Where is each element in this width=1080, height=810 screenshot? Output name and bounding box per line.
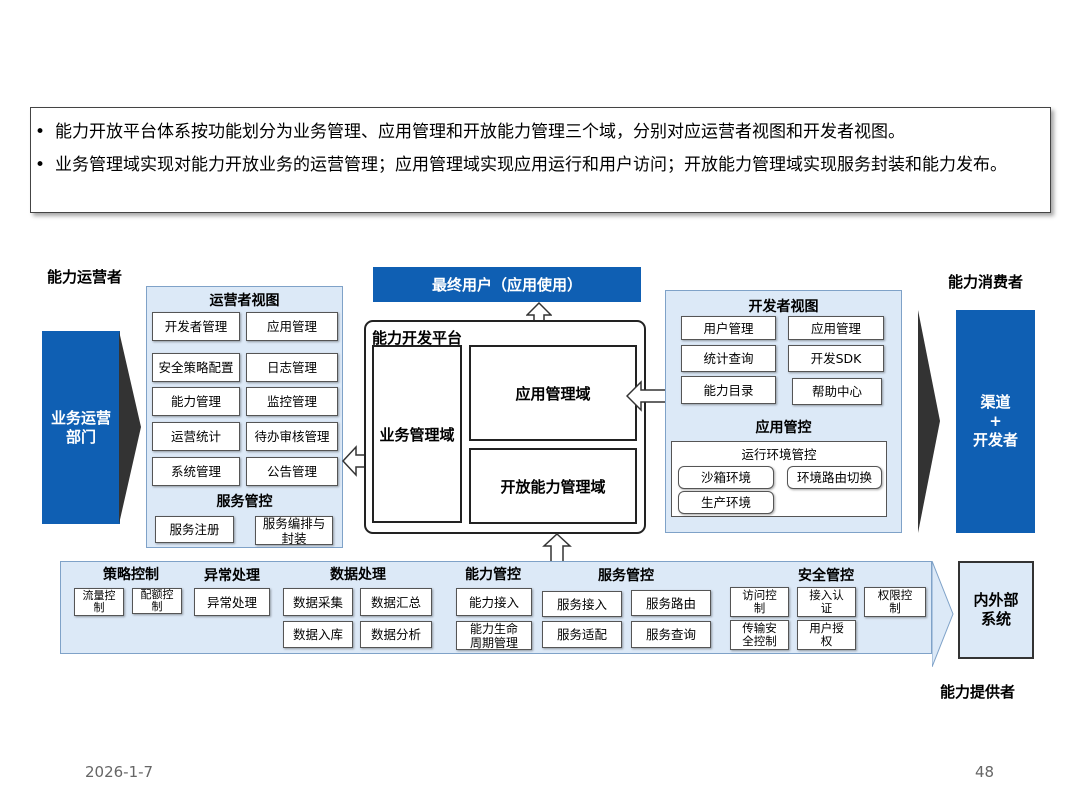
bullet-dot: • bbox=[35, 155, 46, 175]
service-access: 服务接入 bbox=[542, 591, 622, 617]
end-user-box: 最终用户（应用使用） bbox=[373, 267, 641, 302]
bullet-dot: • bbox=[35, 122, 46, 142]
strategy-flow-control: 流量控制 bbox=[74, 588, 124, 616]
dev-item-help-center: 帮助中心 bbox=[792, 378, 882, 405]
op-item-pending-review: 待办审核管理 bbox=[246, 422, 338, 451]
app-mgmt-domain: 应用管理域 bbox=[469, 345, 637, 441]
op-item-app-mgmt: 应用管理 bbox=[246, 312, 338, 341]
security-transport-control: 传输安全控制 bbox=[730, 620, 789, 650]
strategy-quota-control: 配额控制 bbox=[132, 588, 182, 614]
op-item-ops-stats: 运营统计 bbox=[152, 422, 240, 451]
bottom-right-arrow-head bbox=[932, 561, 954, 667]
env-production: 生产环境 bbox=[678, 491, 774, 514]
data-aggregation: 数据汇总 bbox=[360, 588, 432, 616]
dev-item-sdk: 开发SDK bbox=[788, 345, 884, 372]
right-chevron-arrow bbox=[918, 310, 940, 533]
internal-external-systems-label: 内外部系统 bbox=[973, 591, 1019, 628]
security-permission-control: 权限控制 bbox=[864, 587, 926, 617]
cap-mgmt-domain: 开放能力管理域 bbox=[469, 448, 637, 524]
op-item-developer-mgmt: 开发者管理 bbox=[152, 312, 240, 341]
data-analysis: 数据分析 bbox=[360, 621, 432, 648]
exception-handling-item: 异常处理 bbox=[194, 588, 270, 616]
summary-bullet-1: 能力开放平台体系按功能划分为业务管理、应用管理和开放能力管理三个域，分别对应运营… bbox=[55, 122, 905, 142]
data-ingestion: 数据入库 bbox=[283, 621, 353, 648]
data-collection: 数据采集 bbox=[283, 588, 353, 616]
business-ops-dept-box: 业务运营部门 bbox=[42, 331, 120, 524]
dev-item-stats-query: 统计查询 bbox=[681, 345, 776, 372]
internal-external-systems-box: 内外部系统 bbox=[958, 561, 1034, 659]
capability-lifecycle: 能力生命周期管理 bbox=[456, 621, 532, 650]
runtime-env-control-title: 运行环境管控 bbox=[741, 446, 817, 462]
capability-control-title: 能力管控 bbox=[465, 567, 521, 583]
capability-access: 能力接入 bbox=[456, 588, 532, 616]
security-control-title: 安全管控 bbox=[798, 568, 854, 584]
op-item-monitor-mgmt: 监控管理 bbox=[246, 387, 338, 416]
summary-box: • 能力开放平台体系按功能划分为业务管理、应用管理和开放能力管理三个域，分别对应… bbox=[30, 107, 1051, 213]
plus-label: + bbox=[989, 412, 1002, 430]
op-item-log-mgmt: 日志管理 bbox=[246, 353, 338, 382]
dev-item-capability-catalog: 能力目录 bbox=[681, 376, 776, 404]
env-sandbox: 沙箱环境 bbox=[678, 466, 774, 489]
env-route-switch: 环境路由切换 bbox=[787, 466, 882, 489]
data-processing-title: 数据处理 bbox=[330, 567, 386, 583]
operator-role-label: 能力运营者 bbox=[47, 268, 123, 286]
op-item-system-mgmt: 系统管理 bbox=[152, 457, 240, 486]
service-query: 服务查询 bbox=[631, 621, 711, 648]
biz-mgmt-domain: 业务管理域 bbox=[372, 345, 462, 523]
business-ops-dept-label: 业务运营部门 bbox=[50, 408, 111, 446]
app-control-title: 应用管控 bbox=[755, 420, 812, 436]
op-service-register: 服务注册 bbox=[155, 516, 234, 543]
developer-app-domain-arrow bbox=[626, 380, 668, 412]
operator-service-control-title: 服务管控 bbox=[216, 494, 273, 510]
channel-developer-box: 渠道 + 开发者 bbox=[956, 310, 1035, 533]
security-user-authorization: 用户授权 bbox=[797, 620, 856, 650]
bottom-service-control-title: 服务管控 bbox=[598, 568, 654, 584]
footer-date: 2026-1-7 bbox=[85, 763, 154, 781]
strategy-control-title: 策略控制 bbox=[103, 567, 159, 583]
service-adaptation: 服务适配 bbox=[542, 621, 622, 648]
consumer-role-label: 能力消费者 bbox=[948, 273, 1024, 291]
provider-role-label: 能力提供者 bbox=[940, 683, 1016, 701]
op-item-notice-mgmt: 公告管理 bbox=[246, 457, 338, 486]
left-chevron-arrow bbox=[119, 331, 141, 524]
platform-title: 能力开发平台 bbox=[372, 329, 463, 347]
end-user-label: 最终用户（应用使用） bbox=[431, 276, 582, 294]
developer-label: 开发者 bbox=[972, 431, 1018, 449]
app-mgmt-domain-label: 应用管理域 bbox=[515, 384, 591, 403]
dev-item-user-mgmt: 用户管理 bbox=[681, 316, 776, 340]
footer-page-number: 48 bbox=[975, 763, 995, 781]
biz-mgmt-domain-label: 业务管理域 bbox=[379, 425, 455, 444]
cap-mgmt-domain-label: 开放能力管理域 bbox=[500, 477, 606, 496]
service-routing: 服务路由 bbox=[631, 590, 711, 616]
security-access-auth: 接入认证 bbox=[797, 587, 856, 617]
summary-bullet-2: 业务管理域实现对能力开放业务的运营管理；应用管理域实现应用运行和用户访问；开放能… bbox=[55, 155, 1007, 175]
security-access-control: 访问控制 bbox=[730, 587, 789, 617]
operator-view-title: 运营者视图 bbox=[209, 293, 280, 309]
exception-title: 异常处理 bbox=[204, 568, 260, 584]
dev-item-app-mgmt: 应用管理 bbox=[788, 316, 884, 340]
channel-label: 渠道 bbox=[980, 393, 1011, 411]
op-item-security-policy: 安全策略配置 bbox=[152, 353, 240, 382]
provider-platform-up-arrow bbox=[542, 533, 572, 563]
developer-view-title: 开发者视图 bbox=[748, 299, 819, 315]
op-item-capability-mgmt: 能力管理 bbox=[152, 387, 240, 416]
op-service-orchestration: 服务编排与封装 bbox=[255, 516, 333, 546]
